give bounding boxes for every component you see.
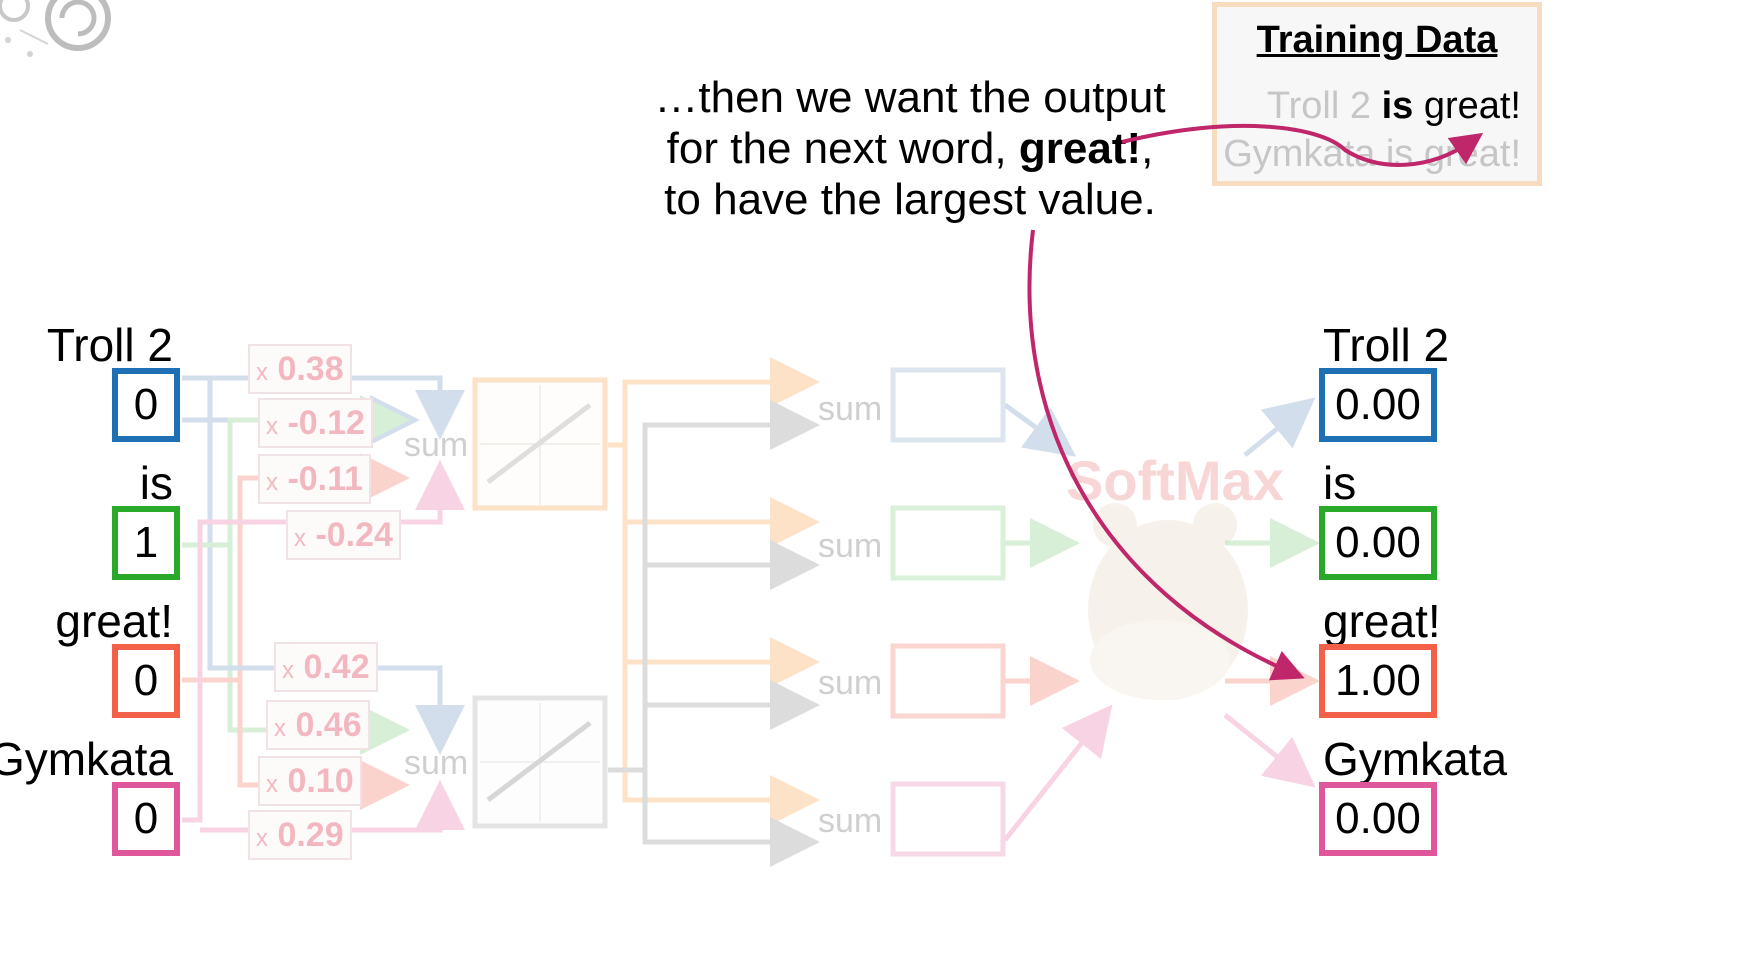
input-value-troll2: 0 bbox=[112, 368, 180, 442]
input-word-great: great! bbox=[55, 595, 173, 647]
weight-label: x 0.29 bbox=[248, 810, 352, 860]
input-value-gymkata: 0 bbox=[112, 782, 180, 856]
input-value-is: 1 bbox=[112, 506, 180, 580]
output-word-is: is bbox=[1323, 457, 1357, 509]
caption-line-2: for the next word, great!, bbox=[666, 124, 1154, 173]
sum-label: sum bbox=[818, 664, 883, 702]
weight-label: x 0.42 bbox=[274, 642, 378, 692]
training-data-box: Training Data Troll 2 is great! Gymkata … bbox=[1212, 2, 1542, 186]
weight-label: x -0.11 bbox=[258, 454, 372, 504]
weight-label: x 0.38 bbox=[248, 344, 352, 394]
caption-line-1: …then we want the output bbox=[654, 73, 1166, 122]
sum-label: sum bbox=[818, 527, 883, 565]
input-word-is: is bbox=[139, 457, 173, 509]
caption: …then we want the output for the next wo… bbox=[600, 72, 1220, 225]
weight-label: x 0.46 bbox=[266, 700, 370, 750]
training-data-title: Training Data bbox=[1256, 19, 1498, 61]
softmax-label: SoftMax bbox=[1066, 449, 1284, 512]
output-value-is: 0.00 bbox=[1319, 506, 1437, 580]
output-value-gymkata: 0.00 bbox=[1319, 782, 1437, 856]
output-word-gymkata: Gymkata bbox=[1323, 733, 1508, 785]
sum-label: sum bbox=[404, 744, 469, 782]
input-word-gymkata: Gymkata bbox=[0, 733, 173, 785]
logo-icon bbox=[0, 0, 111, 57]
input-word-troll2: Troll 2 bbox=[46, 319, 173, 371]
sum-label: sum bbox=[404, 426, 469, 464]
sum-label: sum bbox=[818, 390, 883, 428]
weight-label: x -0.24 bbox=[286, 510, 401, 560]
caption-line-3: to have the largest value. bbox=[664, 175, 1156, 224]
weight-label: x -0.12 bbox=[258, 398, 373, 448]
output-value-great: 1.00 bbox=[1319, 644, 1437, 718]
training-line-1: Troll 2 is great! bbox=[1266, 85, 1521, 127]
output-value-troll2: 0.00 bbox=[1319, 368, 1437, 442]
output-word-troll2: Troll 2 bbox=[1323, 319, 1450, 371]
sum-label: sum bbox=[818, 802, 883, 840]
weight-label: x 0.10 bbox=[258, 756, 362, 806]
training-line-2: Gymkata is great! bbox=[1223, 133, 1521, 175]
input-value-great: 0 bbox=[112, 644, 180, 718]
output-word-great: great! bbox=[1323, 595, 1441, 647]
